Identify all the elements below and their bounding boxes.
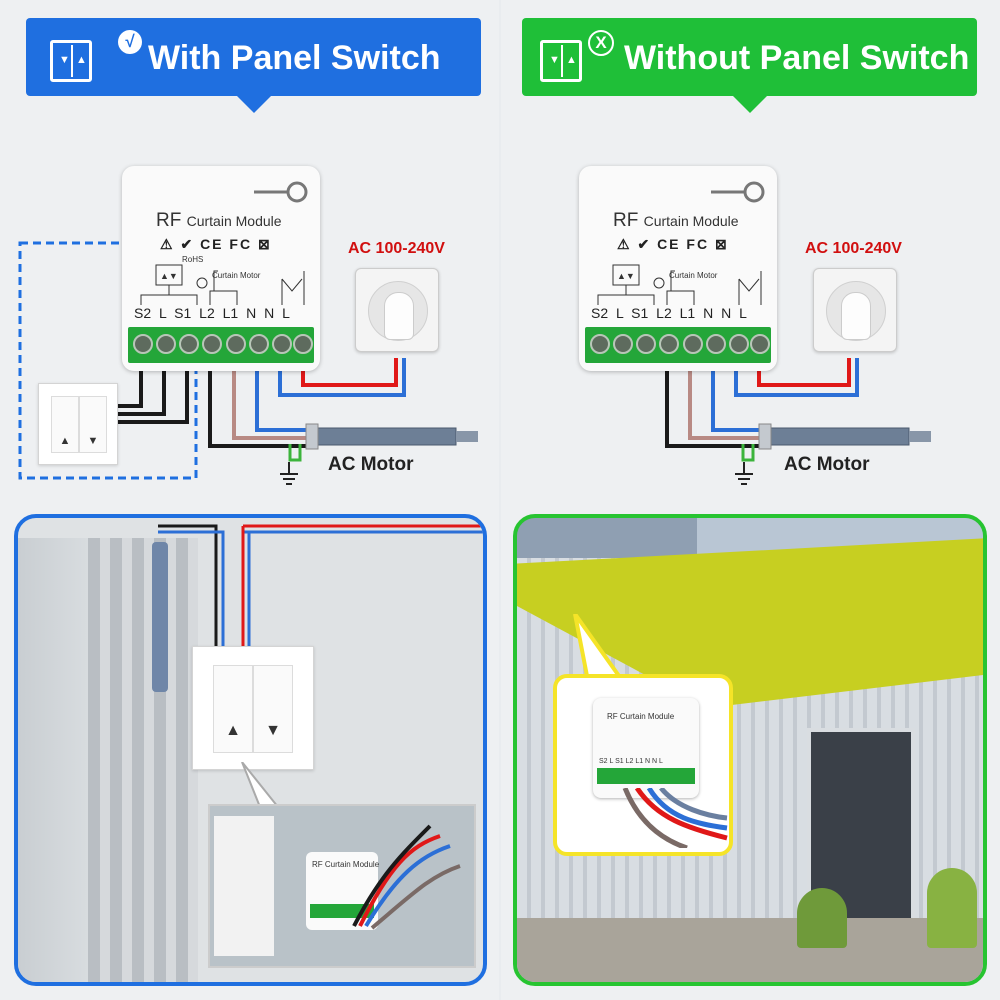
module-schematic: ▲▼ <box>597 264 762 305</box>
certification-marks: ⚠ ✔ CE FC ⊠ <box>160 236 272 252</box>
screw-terminal <box>613 334 633 354</box>
ground-wire <box>288 444 302 462</box>
wall-panel-switch: ▲ ▼ <box>38 383 118 465</box>
tubular-motor-tip <box>456 431 478 442</box>
screw-terminal <box>683 334 703 354</box>
banner-pointer <box>236 96 271 113</box>
rf-curtain-module-left: RF Curtain Module ⚠ ✔ CE FC ⊠ RoHS Curta… <box>122 166 320 371</box>
without-panel-switch-section: ▼▲ X Without Panel Switch RF Curtain Mod… <box>501 0 1000 1000</box>
potted-plant <box>927 868 977 948</box>
screw-terminal <box>706 334 726 354</box>
module-title: RF Curtain Module <box>156 210 282 231</box>
callout-frame: RF Curtain Module S2 L S1 L2 L1 N N L <box>553 674 733 856</box>
screw-terminal <box>272 334 292 354</box>
callout-pointer <box>573 614 623 678</box>
tubular-motor-body <box>313 427 457 446</box>
module-schematic: ▲▼ <box>140 264 305 305</box>
with-panel-switch-section: ▼▲ √ With Panel Switch <box>0 0 499 1000</box>
banner-pointer <box>732 96 767 113</box>
rohs-mark: RoHS <box>182 255 204 264</box>
banner-title: With Panel Switch <box>148 39 441 77</box>
terminal-block <box>585 327 771 363</box>
screw-terminal <box>133 334 153 354</box>
junction-box-inset: RF Curtain Module <box>208 804 476 968</box>
ground-patio <box>517 918 983 982</box>
without-panel-switch-banner: ▼▲ X Without Panel Switch <box>522 18 977 113</box>
callout-terminal-strip <box>597 768 695 784</box>
screw-terminal <box>202 334 222 354</box>
potted-plant <box>797 888 847 948</box>
curtain-motor-mini-label: Curtain Motor <box>212 271 261 280</box>
rf-curtain-module-right: RF Curtain Module ⚠ ✔ CE FC ⊠ Curtain Mo… <box>579 166 777 371</box>
callout-wires <box>622 788 728 848</box>
checkmark-badge-icon: √ <box>118 30 142 54</box>
tubular-motor-body <box>766 427 910 446</box>
up-key: ▲ <box>51 396 79 453</box>
certification-marks: ⚠ ✔ CE FC ⊠ <box>617 236 729 252</box>
screw-terminal <box>590 334 610 354</box>
motor-tube-vertical <box>152 542 168 692</box>
cross-badge-icon: X <box>588 30 614 56</box>
ac-motor-label: AC Motor <box>328 454 414 475</box>
screw-terminal <box>249 334 269 354</box>
callout-module-terminals: S2 L S1 L2 L1 N N L <box>599 758 663 765</box>
svg-text:▲▼: ▲▼ <box>617 271 635 281</box>
ground-symbol-icon <box>735 462 753 485</box>
motor-wire-l1 <box>688 341 763 440</box>
wall-wires <box>158 524 483 648</box>
curtain-fabric <box>88 538 198 982</box>
inset-module-title: RF Curtain Module <box>312 860 380 869</box>
switch-back-plate <box>214 816 274 956</box>
mounting-ring-icon <box>711 181 765 203</box>
photo-up-key: ▲ <box>213 665 253 753</box>
power-supply-label: AC 100-240V <box>348 240 445 257</box>
with-panel-switch-banner: ▼▲ √ With Panel Switch <box>26 18 481 113</box>
motor-wire-l1 <box>232 341 312 440</box>
plug-icon <box>841 292 871 340</box>
screw-terminal <box>179 334 199 354</box>
svg-text:▲▼: ▲▼ <box>160 271 178 281</box>
screw-terminal <box>156 334 176 354</box>
tubular-motor-cap <box>758 423 772 450</box>
ground-wire <box>741 444 755 462</box>
terminal-labels: S2 L S1 L2 L1 N N L <box>134 305 290 321</box>
indoor-curtain-installation-photo: ▲ ▼ RF Curtain Module <box>14 514 487 986</box>
motor-wire-l2 <box>665 341 763 448</box>
screw-terminal <box>729 334 749 354</box>
tubular-motor-cap <box>305 423 319 450</box>
inset-wires <box>352 824 461 930</box>
mounting-ring-icon <box>254 181 308 203</box>
screw-terminal <box>293 334 313 354</box>
callout-module: RF Curtain Module S2 L S1 L2 L1 N N L <box>593 698 699 798</box>
terminal-labels: S2 L S1 L2 L1 N N L <box>591 305 747 321</box>
terminal-block <box>128 327 314 363</box>
module-title: RF Curtain Module <box>613 210 739 231</box>
tubular-motor-tip <box>909 431 931 442</box>
screw-terminal <box>226 334 246 354</box>
photo-wall-switch: ▲ ▼ <box>192 646 314 770</box>
motor-wire-l2 <box>208 341 312 448</box>
down-key: ▼ <box>79 396 107 453</box>
banner-title: Without Panel Switch <box>624 39 970 77</box>
ac-motor-label: AC Motor <box>784 454 870 475</box>
screw-terminal <box>750 334 770 354</box>
photo-down-key: ▼ <box>253 665 293 753</box>
curtain-switch-icon: ▼▲ <box>540 40 582 82</box>
power-supply-label: AC 100-240V <box>805 240 902 257</box>
screw-terminal <box>659 334 679 354</box>
callout-module-title: RF Curtain Module <box>607 712 675 721</box>
curtain-motor-mini-label: Curtain Motor <box>669 271 718 280</box>
plug-icon <box>384 292 414 340</box>
screw-terminal <box>636 334 656 354</box>
curtain-switch-icon: ▼▲ <box>50 40 92 82</box>
ground-symbol-icon <box>280 462 298 485</box>
outdoor-awning-installation-photo: RF Curtain Module S2 L S1 L2 L1 N N L <box>513 514 987 986</box>
